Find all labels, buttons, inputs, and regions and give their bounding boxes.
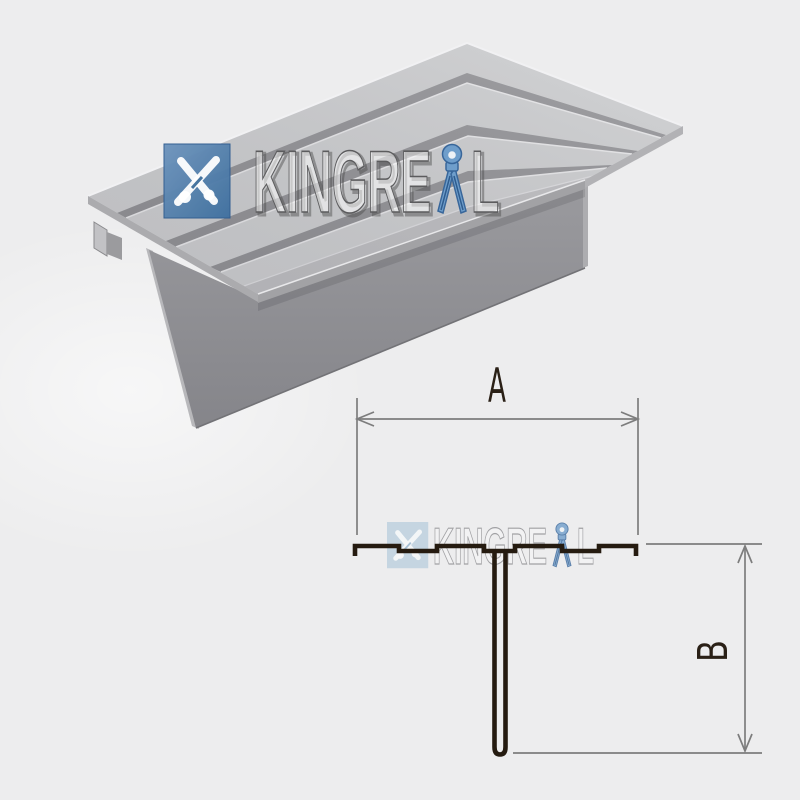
brand-wordmark: KINGRE L KINGRE L bbox=[252, 131, 503, 235]
flange-front-lip bbox=[258, 180, 585, 303]
web-bottom-edge bbox=[195, 267, 586, 429]
flange-right-end-face bbox=[585, 126, 683, 188]
dimension-b: B bbox=[513, 543, 762, 754]
flange-left-end-face bbox=[88, 196, 258, 302]
dim-b-label: B bbox=[689, 640, 737, 662]
crossed-snips-icon bbox=[174, 156, 220, 206]
arrowhead-down-icon bbox=[737, 733, 753, 754]
watermark-top: KINGRE L KINGRE L bbox=[163, 131, 504, 236]
brand-logo-mark bbox=[163, 143, 231, 219]
product-3d-render bbox=[0, 41, 684, 560]
left-end-lip-side bbox=[107, 232, 122, 260]
front-edge-highlight bbox=[257, 179, 586, 295]
profile-web-outline bbox=[492, 551, 508, 757]
cross-section-drawing: A B bbox=[352, 359, 762, 757]
dim-a-label: A bbox=[488, 359, 506, 414]
web-right-edge bbox=[583, 182, 588, 268]
brand-text: L bbox=[471, 132, 499, 231]
brand-text-shadow: KINGRE bbox=[256, 135, 434, 234]
dimension-a: A bbox=[354, 359, 641, 535]
arrowhead-left-icon bbox=[354, 411, 375, 427]
arrowhead-right-icon bbox=[620, 411, 641, 427]
web-face bbox=[149, 186, 585, 428]
arrowhead-up-icon bbox=[737, 543, 753, 564]
profile-flange-outline bbox=[352, 543, 639, 556]
drafting-compass-icon bbox=[437, 143, 467, 215]
brand-text-shadow: L bbox=[474, 135, 502, 234]
brand-text: L bbox=[577, 518, 594, 576]
left-end-lip bbox=[93, 221, 108, 257]
front-lip-shadow bbox=[258, 189, 585, 311]
flange-shine bbox=[88, 43, 683, 294]
brand-text: KINGRE bbox=[253, 132, 431, 231]
